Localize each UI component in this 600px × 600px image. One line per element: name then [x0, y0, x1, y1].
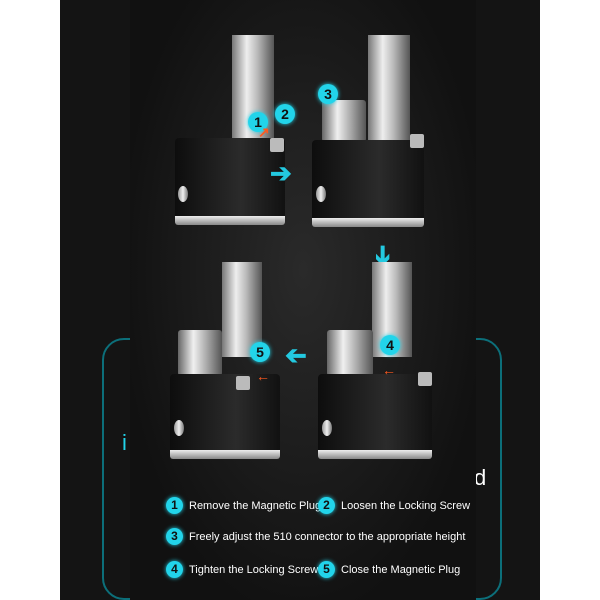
background-text-fragment: d [474, 465, 487, 490]
step-text: Remove the Magnetic Plug [189, 499, 322, 512]
step-text: Loosen the Locking Screw [341, 499, 471, 512]
orange-arrow-icon: ← [382, 362, 396, 378]
orange-arrow-icon: ↗ [258, 124, 270, 140]
step-text: Freely adjust the 510 connector to the a… [189, 530, 466, 543]
orange-arrow-icon: ← [256, 368, 270, 384]
step-4: 4 Tighten the Locking Screw [166, 561, 318, 578]
step-marker-2: 2 [275, 104, 295, 124]
step-3: 3 Freely adjust the 510 connector to the… [166, 528, 465, 545]
step-marker-5: 5 [250, 342, 270, 362]
step-1: 1 Remove the Magnetic Plug [166, 497, 321, 514]
blue-arrow-left-icon: ➔ [285, 340, 307, 370]
step-text: Tighten the Locking Screw [189, 563, 319, 576]
instruction-panel [130, 0, 476, 600]
blue-arrow-right-icon: ➔ [270, 158, 292, 188]
background-text-fragment: i [122, 430, 127, 455]
step-number: 2 [318, 497, 335, 514]
step-5: 5 Close the Magnetic Plug [318, 561, 460, 578]
step-marker-1: 1 [248, 112, 268, 132]
step-number: 5 [318, 561, 335, 578]
step-2: 2 Loosen the Locking Screw [318, 497, 470, 514]
step-number: 3 [166, 528, 183, 545]
step-marker-3: 3 [318, 84, 338, 104]
step-number: 4 [166, 561, 183, 578]
step-text: Close the Magnetic Plug [341, 563, 461, 576]
step-number: 1 [166, 497, 183, 514]
step-marker-4: 4 [380, 335, 400, 355]
